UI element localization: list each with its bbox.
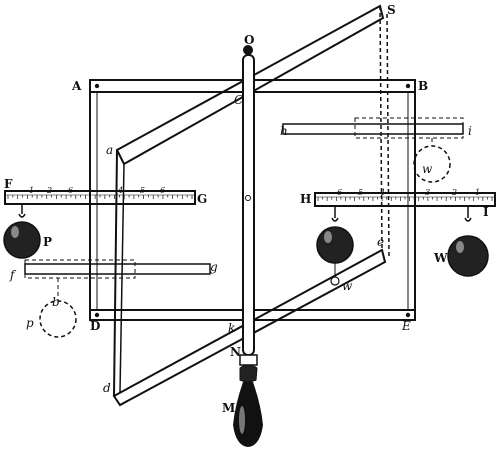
left-beam: 1 2 6 4 5 6	[4, 186, 196, 205]
weight-p	[3, 204, 41, 259]
label-i: i	[468, 124, 472, 138]
right-beam-tick-label: 1	[475, 188, 480, 197]
label-N: N	[230, 345, 241, 359]
label-P: P	[43, 235, 52, 249]
left-beam-tick-label: 5	[140, 186, 145, 195]
label-M: M	[222, 401, 235, 415]
label-w-ghost: w	[422, 162, 433, 176]
label-b: b	[52, 295, 60, 309]
right-beam-tick-label: 4	[379, 188, 385, 197]
ghost-bars	[24, 117, 464, 338]
label-k: k	[228, 321, 235, 335]
label-F: F	[4, 177, 13, 191]
label-e: e	[377, 235, 384, 249]
central-rod	[239, 45, 258, 366]
label-g: g	[210, 260, 218, 274]
label-O: O	[244, 33, 254, 47]
label-C: C	[234, 93, 243, 107]
label-B: B	[418, 79, 428, 93]
right-beam-tick-label: 5	[358, 188, 363, 197]
labels: O S A B C a h i w F G H I P W e f g w p …	[4, 3, 489, 415]
right-beam-tick-label: 6	[337, 188, 342, 197]
label-w: w	[342, 279, 353, 293]
label-S: S	[387, 3, 396, 17]
label-f: f	[9, 268, 17, 282]
left-beam-tick-label: 4	[117, 186, 123, 195]
left-beam-tick-label: 6	[160, 186, 165, 195]
label-d: d	[103, 381, 111, 395]
label-A: A	[71, 79, 82, 93]
label-H: H	[300, 192, 311, 206]
handle	[233, 364, 263, 447]
label-E: E	[401, 319, 411, 333]
label-W: W	[433, 251, 448, 265]
label-p: p	[26, 316, 34, 330]
right-beam-tick-label: 3	[425, 188, 430, 197]
right-beam-tick-label: 2	[451, 188, 457, 197]
weight-W	[447, 206, 489, 277]
left-beam-tick-label: 2	[46, 186, 52, 195]
left-beam-tick-label: 6	[68, 186, 73, 195]
label-h: h	[280, 124, 288, 138]
label-a: a	[106, 143, 113, 157]
left-beam-tick-label: 1	[29, 186, 34, 195]
label-I: I	[483, 205, 489, 219]
label-G: G	[197, 192, 207, 206]
right-beam: 6 5 4 3 2 1	[314, 188, 496, 207]
label-D: D	[90, 319, 100, 333]
weight-w	[316, 206, 354, 286]
